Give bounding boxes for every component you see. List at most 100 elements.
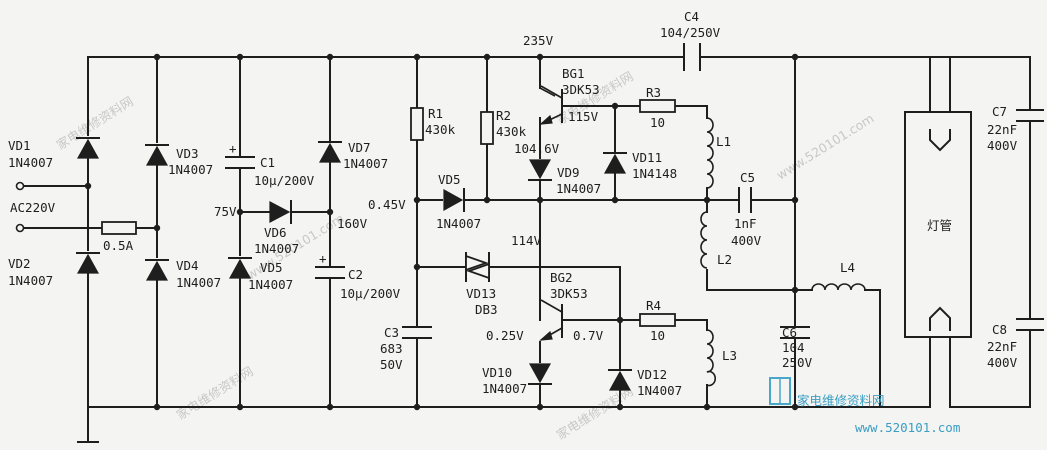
watermark-text: 家电维修资料网 [174, 363, 256, 422]
diode-vd1-name: VD1 [8, 138, 31, 153]
voltage-labels: 75V 160V 0.45V 235V 115V 104.6V 114V 0.2… [214, 33, 604, 343]
diode-vd2-part: 1N4007 [8, 273, 53, 288]
junction-dot [326, 53, 334, 61]
diode-vd6: VD6 1N4007 [254, 200, 299, 256]
resistor-r3-value: 10 [650, 115, 665, 130]
transistor-bg1: BG1 3DK53 [539, 66, 600, 125]
transistor-bg2-part: 3DK53 [550, 286, 588, 301]
capacitor-c5-value1: 1nF [734, 216, 757, 231]
capacitor-c4-name: C4 [684, 9, 699, 24]
diode-vd6-part: 1N4007 [254, 241, 299, 256]
junction-dot [791, 196, 799, 204]
junction-dot [483, 196, 491, 204]
diode-vd5-mid-name: VD5 [438, 172, 461, 187]
diode-vd1: VD1 1N4007 [8, 137, 100, 170]
junction-dot [611, 196, 619, 204]
diode-vd12-name: VD12 [637, 367, 667, 382]
diode-vd4-name: VD4 [176, 258, 199, 273]
transistor-bg1-part: 3DK53 [562, 82, 600, 97]
fluorescent-tube: 灯管 [904, 111, 972, 338]
junction-dot [791, 53, 799, 61]
capacitor-c1: + C1 10μ/200V [225, 141, 315, 188]
junction-dot [536, 196, 544, 204]
logo-url: www.520101.com [855, 420, 960, 435]
diode-vd5-lower: VD5 1N4007 [228, 257, 293, 292]
logo-title: 家电维修资料网 [797, 393, 885, 408]
capacitor-c2: + C2 10μ/200V [315, 251, 401, 301]
junction-dot [236, 208, 244, 216]
inductor-l1-name: L1 [716, 134, 731, 149]
capacitor-c7-value1: 22nF [987, 122, 1017, 137]
transistor-bg2: BG2 3DK53 [539, 270, 588, 341]
watermark-text: 家电维修资料网 [54, 93, 136, 152]
resistor-r1-value: 430k [425, 122, 456, 137]
voltage-label: 115V [568, 109, 599, 124]
diode-vd7-part: 1N4007 [343, 156, 388, 171]
diode-vd9: VD9 1N4007 [528, 159, 601, 196]
junction-dot [326, 403, 334, 411]
junction-dot [536, 403, 544, 411]
junction-dot [326, 208, 334, 216]
capacitor-c7-value2: 400V [987, 138, 1018, 153]
inductor-l3-name: L3 [722, 348, 737, 363]
diode-vd4: VD4 1N4007 [145, 258, 221, 290]
junction-dot [611, 102, 619, 110]
diode-vd7: VD7 1N4007 [318, 140, 388, 171]
resistor-r4-value: 10 [650, 328, 665, 343]
voltage-label: 0.25V [486, 328, 524, 343]
diode-vd11-name: VD11 [632, 150, 662, 165]
capacitor-c3-value2: 50V [380, 357, 403, 372]
junction-dot [703, 196, 711, 204]
resistor-r1-name: R1 [428, 106, 443, 121]
voltage-label: 235V [523, 33, 554, 48]
capacitor-c4-value: 104/250V [660, 25, 721, 40]
voltage-label: 0.45V [368, 197, 406, 212]
diac-vd13-name: VD13 [466, 286, 496, 301]
capacitor-c7-name: C7 [992, 104, 1007, 119]
diode-vd9-part: 1N4007 [556, 181, 601, 196]
inductor-l2-name: L2 [717, 252, 732, 267]
diode-vd11-part: 1N4148 [632, 166, 677, 181]
capacitor-c6-value1: 104 [782, 340, 805, 355]
resistor-r2-value: 430k [496, 124, 527, 139]
junction-dot [84, 182, 92, 190]
junction-dot [703, 403, 711, 411]
junction-dot [413, 53, 421, 61]
inductor-l4: L4 [811, 260, 866, 291]
capacitor-c8: C8 22nF 400V [987, 318, 1044, 370]
resistor-r3: R3 10 [639, 85, 676, 130]
diode-vd3-part: 1N4007 [168, 162, 213, 177]
junction-dot [536, 53, 544, 61]
watermark-text: 家电维修资料网 [554, 383, 636, 442]
diode-vd12-part: 1N4007 [637, 383, 682, 398]
diode-vd9-name: VD9 [557, 165, 580, 180]
capacitor-c2-value: 10μ/200V [340, 286, 401, 301]
voltage-label: 0.7V [573, 328, 604, 343]
voltage-label: 114V [511, 233, 542, 248]
ac-terminal [15, 181, 25, 191]
diode-vd2-name: VD2 [8, 256, 31, 271]
junction-dot [413, 196, 421, 204]
diode-vd10-name: VD10 [482, 365, 512, 380]
junction-dot [153, 224, 161, 232]
junction-dot [413, 403, 421, 411]
diode-vd4-part: 1N4007 [176, 275, 221, 290]
capacitor-c3-value1: 683 [380, 341, 403, 356]
junctions [84, 53, 799, 411]
diode-vd5-mid-part: 1N4007 [436, 216, 481, 231]
resistor-r2-name: R2 [496, 108, 511, 123]
polarity-plus: + [229, 141, 237, 156]
capacitor-c5: C5 1nF 400V [731, 170, 762, 248]
wires [21, 56, 1031, 443]
diac-vd13: VD13 DB3 [465, 252, 498, 317]
diode-vd6-name: VD6 [264, 225, 287, 240]
junction-dot [413, 263, 421, 271]
capacitor-c6-value2: 250V [782, 355, 813, 370]
diac-vd13-part: DB3 [475, 302, 498, 317]
inductor-l2: L2 [700, 211, 732, 269]
diode-vd11: VD11 1N4148 [603, 150, 677, 181]
transistor-bg2-name: BG2 [550, 270, 573, 285]
voltage-label: 75V [214, 204, 237, 219]
capacitor-c5-name: C5 [740, 170, 755, 185]
capacitor-c7: C7 22nF 400V [987, 104, 1044, 153]
